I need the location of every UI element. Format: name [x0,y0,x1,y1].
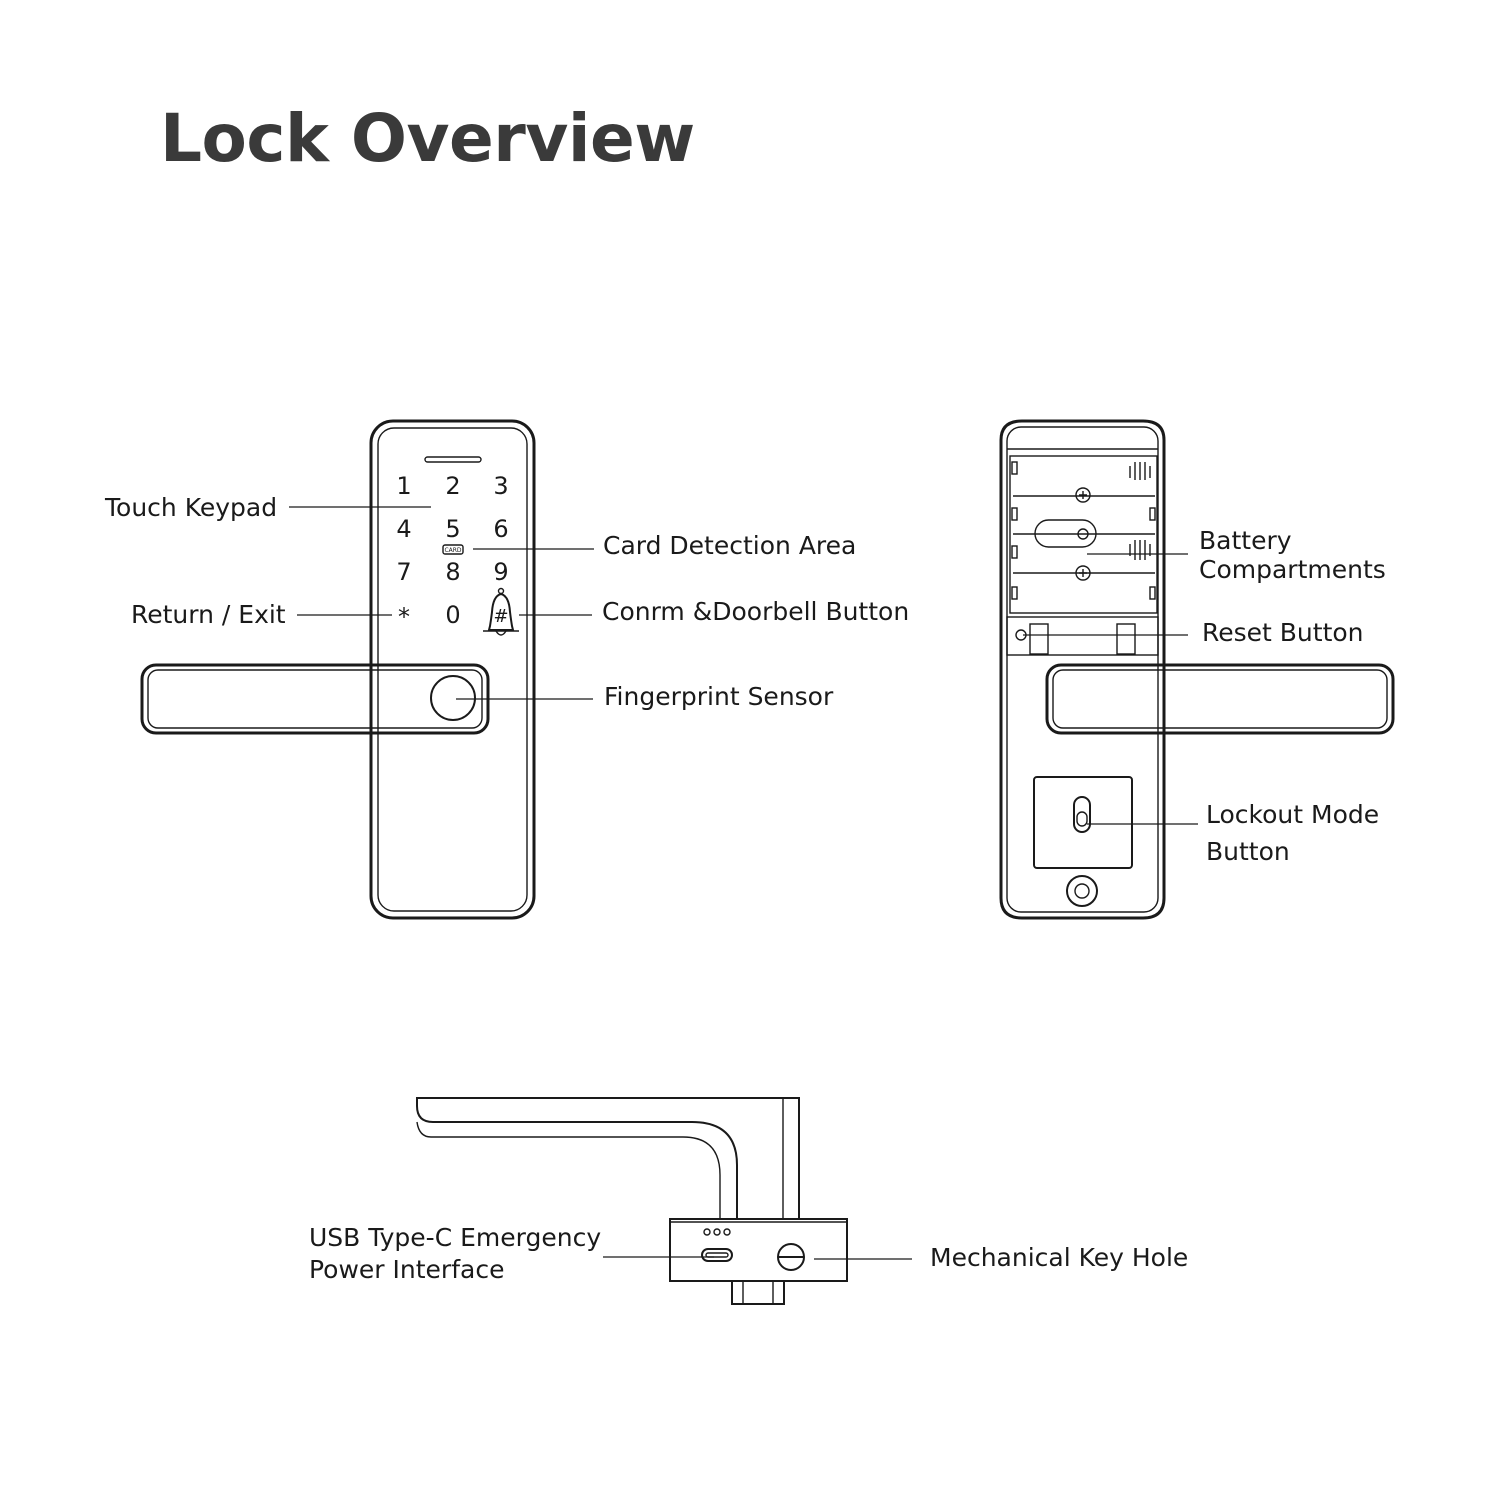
key-8[interactable]: 8 [445,558,460,586]
label-lockout-line2: Button [1206,837,1290,866]
label-battery-line1: Battery [1199,526,1292,555]
label-battery-line2: Compartments [1199,555,1386,584]
label-card-detection-area: Card Detection Area [603,531,856,560]
card-icon [442,544,464,555]
key-0[interactable]: 0 [445,601,460,629]
back-handle [1045,663,1395,735]
battery-compartments [1009,455,1158,614]
key-star[interactable]: * [398,603,410,631]
back-keyhole-ring [1066,875,1098,907]
label-usb-line1: USB Type-C Emergency [309,1223,601,1252]
label-reset-button: Reset Button [1202,618,1364,647]
lockout-mode-switch-icon[interactable] [1073,796,1091,833]
label-touch-keypad: Touch Keypad [104,493,277,522]
reset-strip [1006,616,1159,656]
battery-latch [1034,519,1097,548]
label-mechanical-key-hole: Mechanical Key Hole [930,1243,1188,1272]
mechanical-keyhole-icon[interactable] [777,1243,805,1271]
page-title: Lock Overview [160,100,695,177]
leader-lines [289,506,1198,1260]
lockout-panel [1033,776,1133,869]
label-usb-line2: Power Interface [309,1255,504,1284]
key-hash[interactable]: # [493,606,508,627]
key-7[interactable]: 7 [396,558,411,586]
key-4[interactable]: 4 [396,515,411,543]
label-return-exit: Return / Exit [131,600,286,629]
usb-c-port-icon[interactable] [701,1248,733,1262]
front-handle [140,663,490,735]
label-fingerprint-sensor: Fingerprint Sensor [604,682,834,711]
bell-icon[interactable]: # [483,587,519,636]
side-view [416,1097,848,1305]
key-2[interactable]: 2 [445,472,460,500]
indicator-light [424,456,482,463]
key-3[interactable]: 3 [493,472,508,500]
key-1[interactable]: 1 [396,472,411,500]
back-body-outline [999,419,1166,920]
key-6[interactable]: 6 [493,515,508,543]
key-9[interactable]: 9 [493,558,508,586]
side-handle [416,1097,800,1220]
fingerprint-sensor-icon[interactable] [430,675,476,721]
key-5[interactable]: 5 [445,515,460,543]
label-lockout-line1: Lockout Mode [1206,800,1379,829]
spindle [731,1280,785,1305]
card-mark: CARD [444,547,461,554]
label-confirm-doorbell: Conrm &Doorbell Button [602,597,909,626]
side-base [669,1218,848,1282]
back-view [999,419,1395,920]
